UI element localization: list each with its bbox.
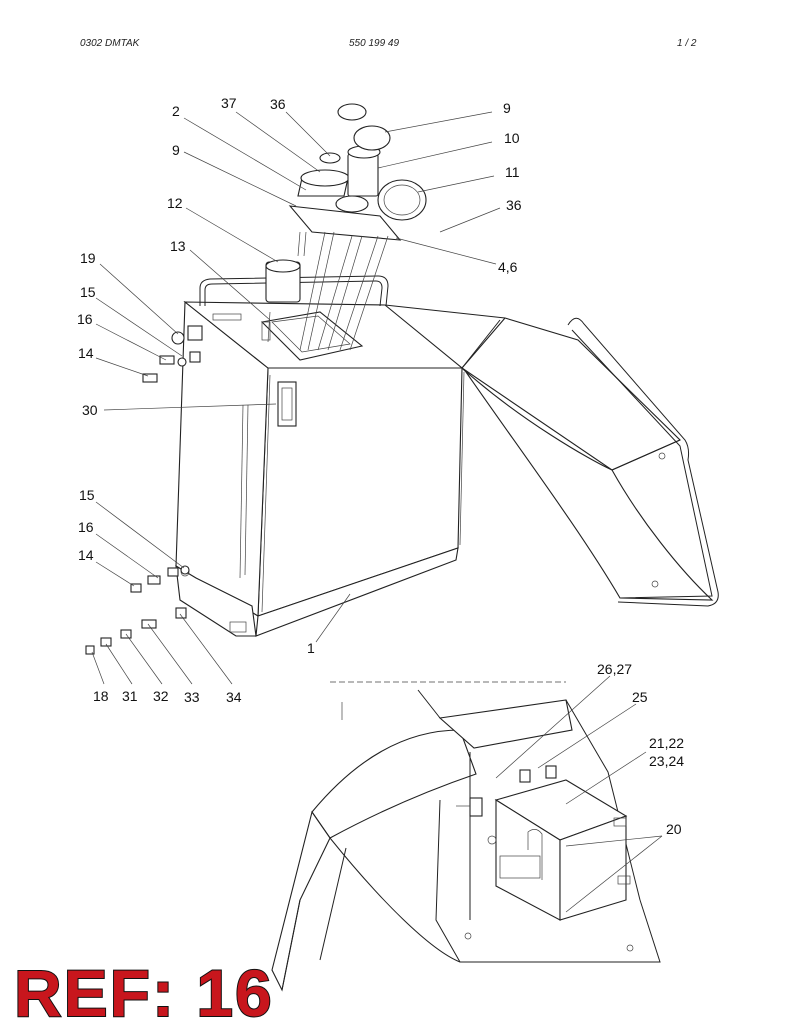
callout-20: 20 [666,821,682,837]
callout-12: 12 [167,195,183,211]
callout-19: 19 [80,250,96,266]
callout-26-27: 26,27 [597,661,632,677]
callout-34: 34 [226,689,242,705]
callout-10: 10 [504,130,520,146]
callout-23-24: 23,24 [649,753,684,769]
callout-15-bottom: 15 [79,487,95,503]
callout-36: 36 [270,96,286,112]
callout-14-bottom: 14 [78,547,94,563]
callout-14-top: 14 [78,345,94,361]
callout-21-22: 21,22 [649,735,684,751]
callout-16-bottom: 16 [78,519,94,535]
callout-9-left: 9 [172,142,180,158]
callout-9-top: 9 [503,100,511,116]
doc-code: 0302 DMTAK [80,38,140,49]
leader-lines-bottom [495,675,663,913]
page-indicator: 1 / 2 [677,38,697,49]
callout-36-right: 36 [506,197,522,213]
reference-label: REF: 16 [13,956,274,1030]
leader-lines-top [91,111,501,685]
callout-1: 1 [307,640,315,656]
callout-30: 30 [82,402,98,418]
callout-37: 37 [221,95,237,111]
callout-18: 18 [93,688,109,704]
callout-33: 33 [184,689,200,705]
callout-31: 31 [122,688,138,704]
callout-2: 2 [172,103,180,119]
callout-16-top: 16 [77,311,93,327]
chute-underside-drawing [271,681,661,992]
callout-13: 13 [170,238,186,254]
part-number: 550 199 49 [349,38,400,49]
callout-32: 32 [153,688,169,704]
callout-25: 25 [632,689,648,705]
callout-labels: 2 37 36 9 10 9 11 12 36 13 4,6 19 15 16 … [77,95,684,837]
callout-11: 11 [505,164,520,180]
callout-15-top: 15 [80,284,96,300]
callout-4-6: 4,6 [498,259,518,275]
tank-assembly-drawing [85,103,719,655]
